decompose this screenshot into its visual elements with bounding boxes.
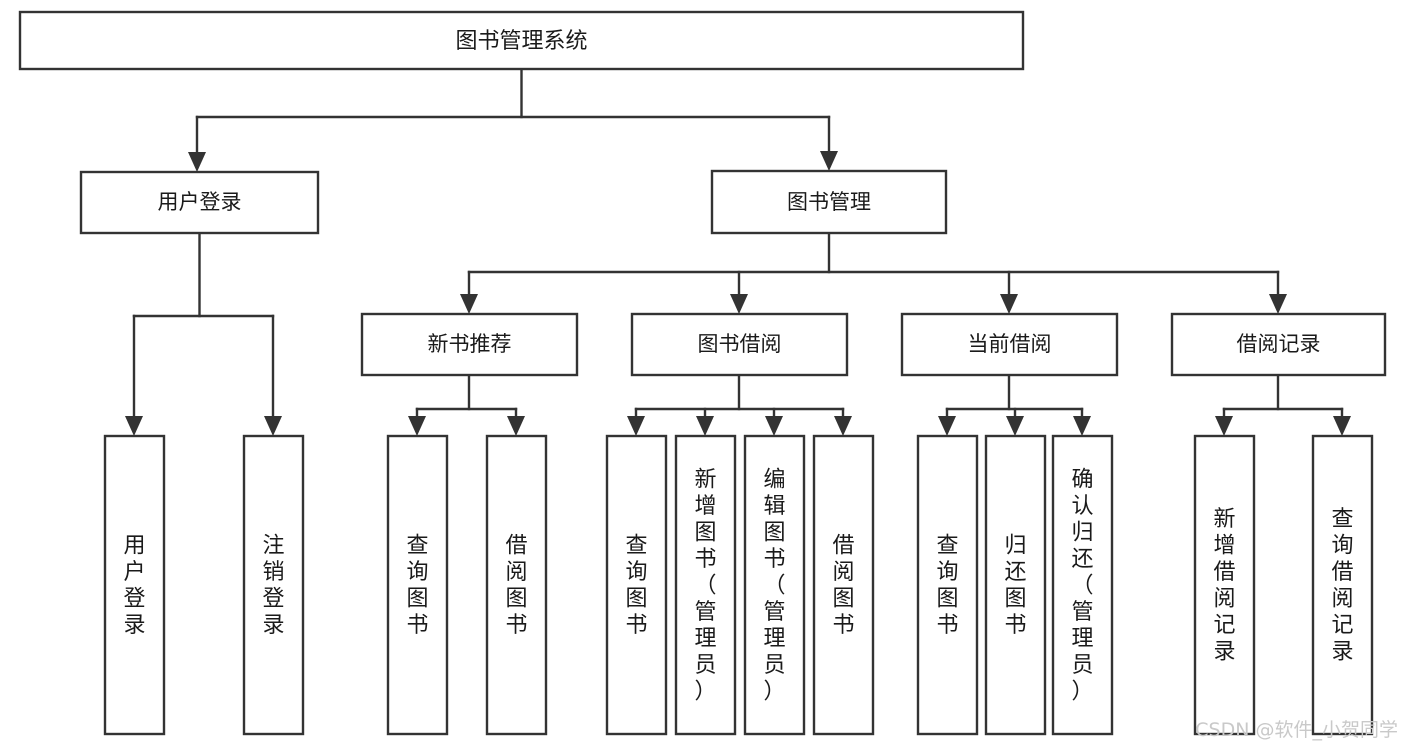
node-user-login-box[interactable] — [79, 170, 320, 235]
arrowhead-book-management — [820, 151, 838, 171]
node-leaf-borrow-book-recommend[interactable]: 借阅图书 — [485, 434, 548, 736]
connectors-layer — [125, 67, 1351, 436]
node-user-login[interactable]: 用户登录 — [79, 170, 320, 235]
arrowhead-leaf-return-book — [1006, 416, 1024, 436]
arrowhead-leaf-logout-login — [264, 416, 282, 436]
node-leaf-logout-login[interactable]: 注销登录 — [242, 434, 305, 736]
node-new-book-recommend-label: 新书推荐 — [428, 332, 512, 356]
node-leaf-return-book-label: 归还图书 — [1004, 534, 1026, 639]
node-leaf-query-book-recommend[interactable]: 查询图书 — [386, 434, 449, 736]
arrowhead-leaf-query-book-borrow — [627, 416, 645, 436]
arrowhead-user-login — [188, 152, 206, 172]
node-leaf-logout-login-label: 注销登录 — [262, 534, 284, 639]
node-borrow-record[interactable]: 借阅记录 — [1170, 312, 1387, 377]
node-leaf-query-book-borrow-label: 查询图书 — [625, 534, 647, 639]
arrowhead-leaf-borrow-book-recommend — [507, 416, 525, 436]
node-leaf-confirm-return-box[interactable] — [1051, 434, 1114, 736]
node-book-borrow[interactable]: 图书借阅 — [630, 312, 849, 377]
node-leaf-query-book-current-label: 查询图书 — [936, 534, 958, 639]
node-leaf-borrow-book-recommend-box[interactable] — [485, 434, 548, 736]
node-leaf-query-book-current-box[interactable] — [916, 434, 979, 736]
arrowhead-leaf-borrow-book — [834, 416, 852, 436]
arrowhead-leaf-edit-book — [765, 416, 783, 436]
node-leaf-confirm-return-label: 确认归还（管理员） — [1071, 467, 1093, 704]
node-leaf-return-book[interactable]: 归还图书 — [984, 434, 1047, 736]
node-leaf-query-book-borrow[interactable]: 查询图书 — [605, 434, 668, 736]
node-leaf-borrow-book-label: 借阅图书 — [832, 534, 854, 639]
node-leaf-query-borrow-record-box[interactable] — [1311, 434, 1374, 736]
node-leaf-edit-book-label: 编辑图书（管理员） — [763, 467, 785, 704]
node-new-book-recommend-box[interactable] — [360, 312, 579, 377]
node-leaf-return-book-box[interactable] — [984, 434, 1047, 736]
arrowhead-leaf-query-book-current — [938, 416, 956, 436]
node-book-borrow-box[interactable] — [630, 312, 849, 377]
node-borrow-record-label: 借阅记录 — [1237, 332, 1321, 356]
node-leaf-user-login[interactable]: 用户登录 — [103, 434, 166, 736]
node-leaf-query-book-borrow-box[interactable] — [605, 434, 668, 736]
node-leaf-edit-book[interactable]: 编辑图书（管理员） — [743, 434, 806, 736]
node-leaf-borrow-book-recommend-label: 借阅图书 — [505, 534, 527, 639]
arrowhead-leaf-confirm-return — [1073, 416, 1091, 436]
arrowhead-new-book-recommend — [460, 294, 478, 314]
node-book-management[interactable]: 图书管理 — [710, 169, 948, 235]
node-book-borrow-label: 图书借阅 — [698, 332, 782, 356]
node-leaf-edit-book-box[interactable] — [743, 434, 806, 736]
node-user-login-label: 用户登录 — [158, 190, 242, 214]
arrowhead-borrow-record — [1269, 294, 1287, 314]
node-leaf-borrow-book-box[interactable] — [812, 434, 875, 736]
arrowhead-book-borrow — [730, 294, 748, 314]
node-leaf-query-book-current[interactable]: 查询图书 — [916, 434, 979, 736]
arrowhead-current-borrow — [1000, 294, 1018, 314]
node-leaf-add-book-label: 新增图书（管理员） — [694, 467, 716, 704]
node-leaf-add-borrow-record[interactable]: 新增借阅记录 — [1193, 434, 1256, 736]
node-leaf-query-book-recommend-label: 查询图书 — [406, 534, 428, 639]
node-leaf-borrow-book[interactable]: 借阅图书 — [812, 434, 875, 736]
node-book-management-box[interactable] — [710, 169, 948, 235]
node-leaf-user-login-box[interactable] — [103, 434, 166, 736]
node-current-borrow-label: 当前借阅 — [968, 332, 1052, 356]
node-current-borrow-box[interactable] — [900, 312, 1119, 377]
arrowhead-leaf-user-login — [125, 416, 143, 436]
node-borrow-record-box[interactable] — [1170, 312, 1387, 377]
node-leaf-add-book-box[interactable] — [674, 434, 737, 736]
node-root-box[interactable] — [18, 10, 1025, 71]
node-leaf-query-book-recommend-box[interactable] — [386, 434, 449, 736]
node-leaf-query-borrow-record-label: 查询借阅记录 — [1331, 507, 1353, 665]
node-new-book-recommend[interactable]: 新书推荐 — [360, 312, 579, 377]
node-leaf-confirm-return[interactable]: 确认归还（管理员） — [1051, 434, 1114, 736]
node-root-label: 图书管理系统 — [455, 29, 587, 54]
node-leaf-add-book[interactable]: 新增图书（管理员） — [674, 434, 737, 736]
node-leaf-query-borrow-record[interactable]: 查询借阅记录 — [1311, 434, 1374, 736]
node-current-borrow[interactable]: 当前借阅 — [900, 312, 1119, 377]
node-leaf-logout-login-box[interactable] — [242, 434, 305, 736]
arrowhead-leaf-add-borrow-record — [1215, 416, 1233, 436]
arrowhead-leaf-query-borrow-record — [1333, 416, 1351, 436]
node-root[interactable]: 图书管理系统 — [18, 10, 1025, 71]
arrowhead-leaf-query-book-recommend — [408, 416, 426, 436]
csdn-watermark: CSDN @软件_小贺同学 — [1195, 719, 1398, 741]
node-book-management-label: 图书管理 — [787, 190, 871, 214]
node-leaf-add-borrow-record-box[interactable] — [1193, 434, 1256, 736]
arrowhead-leaf-add-book — [696, 416, 714, 436]
node-leaf-add-borrow-record-label: 新增借阅记录 — [1213, 507, 1235, 665]
node-leaf-user-login-label: 用户登录 — [123, 534, 145, 639]
